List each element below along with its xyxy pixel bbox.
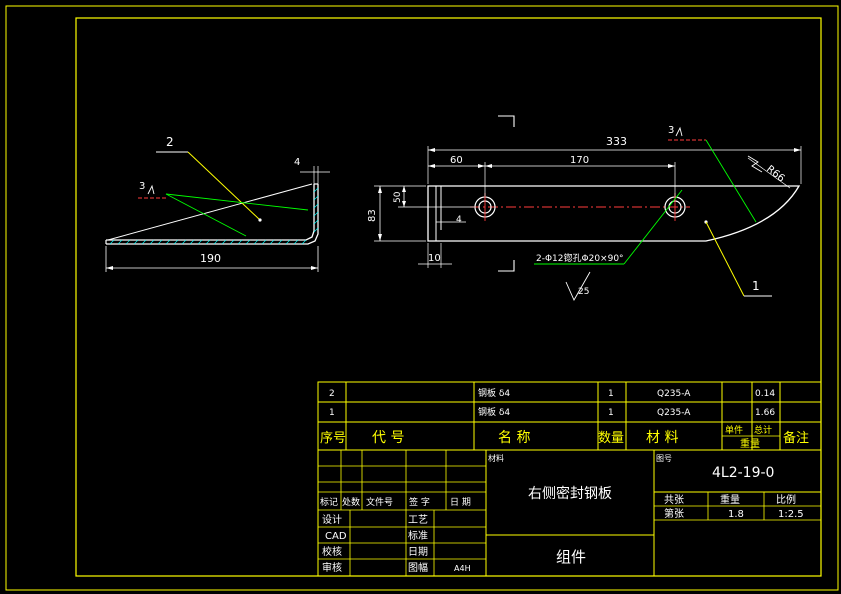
role-design: 设计 [322,513,342,526]
dim-r66-line [747,157,791,189]
dim-arrow [378,234,382,241]
role-review: 审核 [322,561,342,574]
section-mark-top [498,115,515,127]
dim-190-label: 190 [200,252,221,265]
bom-header-name: 名 称 [498,430,530,446]
balloon-2-leader [187,151,261,221]
bom-header-material: 材 料 [646,430,678,446]
side-view: 190 4 2 3 [105,135,330,272]
role-check: 校核 [322,545,342,558]
dim-arrow [485,164,492,168]
front-surface-mark-label: 3 [668,125,674,136]
bom-row-2-weight: 0.14 [755,389,775,399]
dim-4-label: 4 [294,157,300,168]
title-block: 标记 处数 文件号 签 字 日 期 设计 CAD 校核 审核 工艺 标准 日期 … [317,449,822,577]
dim-arrow [794,148,801,152]
hole-note-label: 2-Φ12锪孔Φ20×90° [536,252,624,264]
dim-4-front-label: 4 [456,215,462,225]
front-plate-outline [427,185,801,242]
dim-50-label: 50 [393,191,403,203]
rev-header-sign: 签 字 [409,496,430,508]
info-scale-value: 1:2.5 [778,509,804,520]
bom-table: 2 钢板 δ4 1 Q235-A 0.14 1 钢板 δ4 1 Q235-A 1… [317,381,822,451]
info-scale-label: 比例 [776,493,796,506]
surface-leader-a [165,193,309,211]
surface-leader-b [165,193,247,237]
bom-header-code: 代 号 [372,430,404,446]
balloon-1-label: 1 [752,279,760,293]
section-mark-bottom [498,260,515,272]
role-date: 日期 [408,546,428,558]
side-diagonal [107,183,313,241]
hole-roughness-symbol [565,271,591,301]
drawing-number: 4L2-19-0 [712,465,774,481]
bom-row-1-qty: 1 [608,408,614,418]
bom-row-2-name: 钢板 δ4 [478,387,510,399]
info-weight-value: 1.8 [728,509,744,520]
dim-r66-break [747,155,763,173]
bom-row-2-seq: 2 [329,389,335,399]
hole-left [474,193,496,221]
bom-header-seq: 序号 [320,431,346,446]
balloon-2-dot [258,218,262,222]
dim-60-label: 60 [450,155,463,166]
info-sheets-label: 共张 [664,494,684,506]
dim-arrow [402,186,406,192]
info-weight-label: 重量 [720,493,740,506]
outer-border [5,5,839,591]
dim-arrow [378,186,382,193]
sheet-size-value: A4H [454,564,471,573]
bom-header-remark: 备注 [783,430,809,446]
hole-roughness-label: 25 [578,287,589,297]
bom-row-2-material: Q235-A [657,389,691,399]
dim-170-label: 170 [570,155,589,166]
rev-header-date: 日 期 [450,497,471,508]
hole-note-leader [623,189,683,265]
dim-arrow [311,266,318,270]
front-surface-leader [705,139,757,223]
front-surface-mark-symbol [675,126,683,137]
title-block-border [317,449,822,577]
rev-header-mark: 标记 [320,496,338,508]
dim-333-label: 333 [606,135,627,148]
bom-row-2-qty: 1 [608,389,614,399]
dim-arrow [668,164,675,168]
rev-header-doc: 文件号 [366,496,393,508]
role-process: 工艺 [408,514,428,526]
dim-arrow [106,266,113,270]
rev-header-count: 处数 [342,496,360,508]
code-label: 图号 [656,454,672,463]
info-sheet-no-label: 第张 [664,507,684,520]
bom-header-unit: 单件 [725,424,743,436]
drawing-name: 右侧密封钢板 [528,485,612,502]
dim-arrow [428,148,435,152]
balloon-1-leader [705,221,745,297]
role-standard: 标准 [408,530,428,542]
dim-83-label: 83 [367,209,378,222]
side-hatch [109,187,319,245]
material-label: 材料 [488,453,504,463]
bom-header-qty: 数量 [598,431,624,446]
bom-header-total: 总计 [754,424,772,436]
role-sheet: 图幅 [408,561,428,574]
balloon-2-label: 2 [166,135,174,149]
dim-arrow [402,201,406,207]
drawing-type: 组件 [556,548,586,566]
surface-mark-3-label: 3 [139,181,145,192]
bom-row-1-seq: 1 [329,408,335,418]
dim-arrow [478,164,485,168]
side-plate-outer [106,184,315,241]
dim-10-label: 10 [428,253,441,264]
bom-row-1-name: 钢板 δ4 [478,406,510,418]
bom-header-weight: 重量 [740,437,760,450]
bom-row-1-material: Q235-A [657,408,691,418]
side-plate-inner [106,184,319,245]
dim-arrow [428,164,435,168]
bom-row-1-weight: 1.66 [755,408,775,418]
surface-mark-3-symbol [147,184,155,195]
role-cad: CAD [325,531,347,542]
